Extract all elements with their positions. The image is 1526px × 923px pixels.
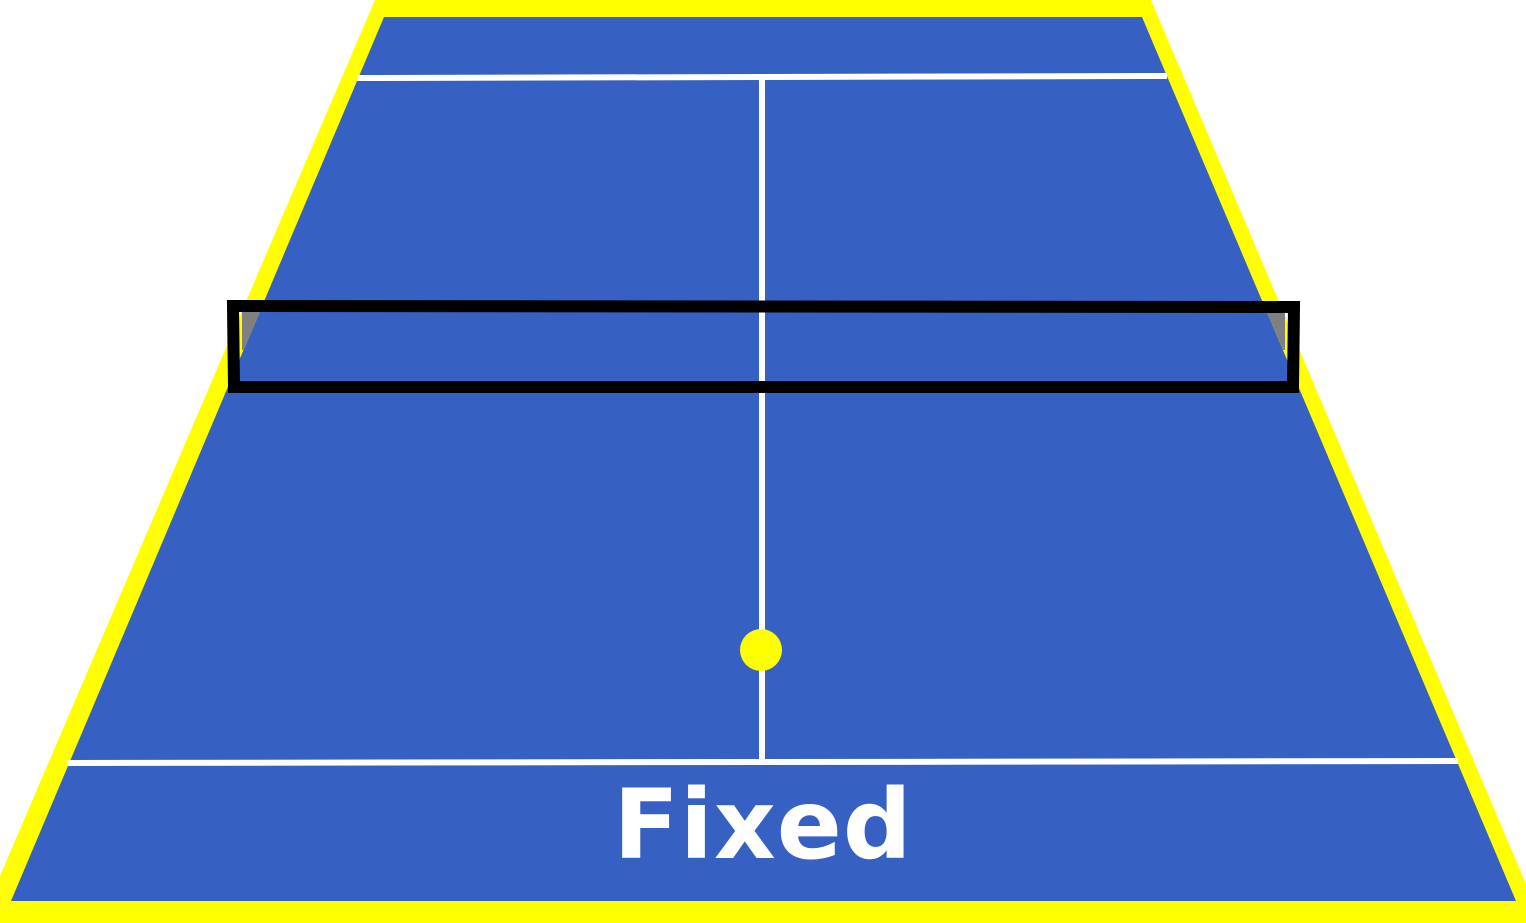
net xyxy=(226,299,1301,393)
mode-label: Fixed xyxy=(613,769,913,881)
net-post-right xyxy=(1266,310,1285,350)
net-post-left xyxy=(242,310,261,350)
far-service-line xyxy=(356,73,1168,81)
ball-icon xyxy=(740,629,782,671)
